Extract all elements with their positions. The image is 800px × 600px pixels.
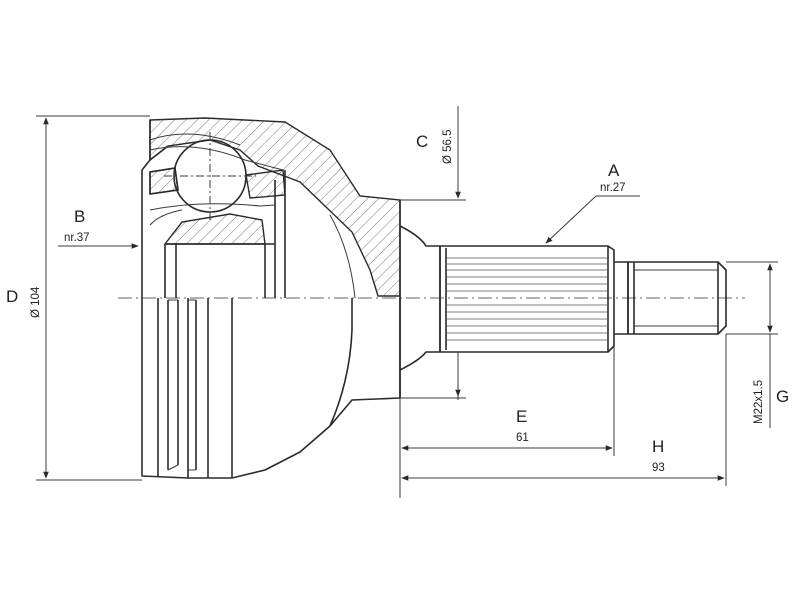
label-h-value: 93 bbox=[652, 462, 665, 474]
housing-profile-bottom bbox=[141, 298, 401, 479]
inner-race-wedge bbox=[163, 213, 266, 245]
dimension-a: A nr.27 bbox=[545, 161, 640, 244]
label-b-value: nr.37 bbox=[64, 232, 90, 244]
label-g-letter: G bbox=[776, 387, 789, 406]
front-grooves bbox=[157, 298, 233, 478]
ball-bearing bbox=[164, 132, 256, 222]
label-d-letter: D bbox=[6, 287, 18, 306]
neck-top bbox=[399, 225, 440, 247]
dimension-h: H 93 bbox=[401, 334, 727, 486]
dome-curve-lower bbox=[329, 298, 353, 427]
label-a-value: nr.27 bbox=[600, 182, 626, 194]
dome-curve-inner bbox=[329, 214, 356, 299]
label-e-value: 61 bbox=[516, 432, 529, 444]
housing-front-edge bbox=[141, 120, 151, 298]
label-a-letter: A bbox=[608, 161, 620, 180]
dimension-d: D Ø 104 bbox=[6, 115, 150, 481]
label-g-value: M22x1.5 bbox=[753, 380, 765, 424]
dimension-e: E 61 bbox=[399, 346, 615, 498]
label-h-letter: H bbox=[652, 437, 664, 456]
label-d-value: Ø 104 bbox=[30, 286, 42, 318]
dimension-c: C Ø 56.5 bbox=[400, 106, 466, 400]
dimension-g: G M22x1.5 bbox=[726, 261, 789, 428]
threaded-stub bbox=[614, 261, 727, 335]
label-b-letter: B bbox=[74, 207, 85, 226]
dimension-b: B nr.37 bbox=[58, 207, 139, 249]
label-c-value: Ø 56.5 bbox=[442, 129, 454, 164]
label-c-letter: C bbox=[416, 132, 428, 151]
splined-shaft bbox=[439, 245, 615, 353]
label-e-letter: E bbox=[516, 407, 527, 426]
inner-race-section bbox=[149, 133, 286, 298]
neck-bottom bbox=[399, 351, 440, 371]
